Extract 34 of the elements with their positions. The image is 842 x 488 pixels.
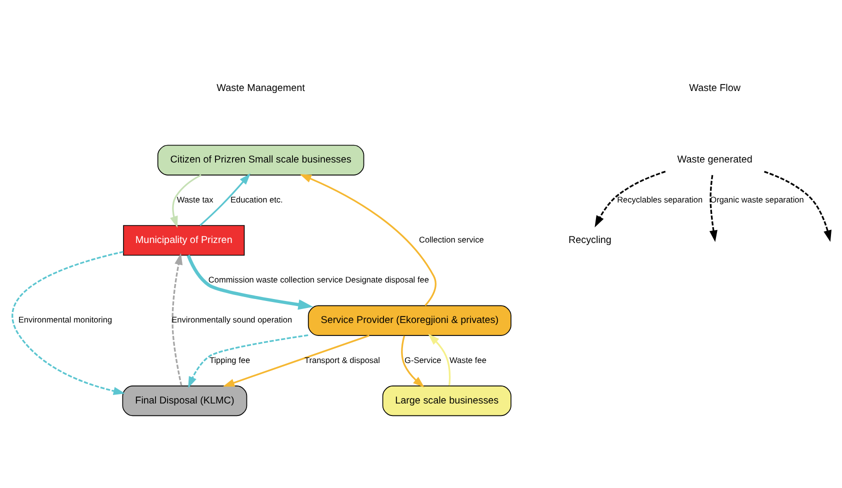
arrow (170, 174, 202, 228)
arrow (172, 252, 183, 386)
arrow (300, 174, 436, 306)
edge-label: Organic waste separation (710, 194, 804, 204)
arrow (188, 334, 308, 388)
node-box: Citizen of Prizren Small scale businesses (157, 144, 364, 175)
node-box: Service Provider (Ekoregjioni & privates) (308, 304, 512, 336)
edge-label: Commission waste collection service Designate disposal fee (208, 275, 429, 284)
arrow (12, 250, 126, 394)
edge-label: Collection service (419, 234, 484, 244)
edge-label: Environmentally sound operation (172, 315, 292, 324)
edge-label: Tipping fee (209, 355, 250, 364)
label: Waste Management (216, 82, 305, 94)
label: Waste Flow (689, 82, 741, 94)
arrow (709, 174, 718, 242)
arrow (186, 254, 314, 310)
edge-label: Waste fee (450, 355, 486, 364)
node-box: Large scale businesses (382, 385, 512, 416)
node-text: Recycling (568, 234, 612, 246)
arrow (428, 333, 451, 386)
arrow (594, 170, 666, 227)
edge-label: Transport & disposal (304, 355, 380, 364)
arrow (764, 170, 832, 242)
arrow (222, 334, 370, 386)
arrow (200, 172, 251, 226)
edge-label: Environmental monitoring (18, 315, 112, 324)
edge-label: Education etc. (230, 194, 283, 204)
node-text: Waste generated (677, 154, 752, 166)
arrow (401, 335, 424, 387)
edge-label: G-Service (404, 355, 442, 364)
node-box: Final Disposal (KLMC) (122, 385, 248, 416)
edge-label: Recyclables separation (617, 194, 703, 204)
edge-label: Waste tax (176, 194, 214, 204)
node-box: Municipality of Prizren (123, 224, 245, 256)
